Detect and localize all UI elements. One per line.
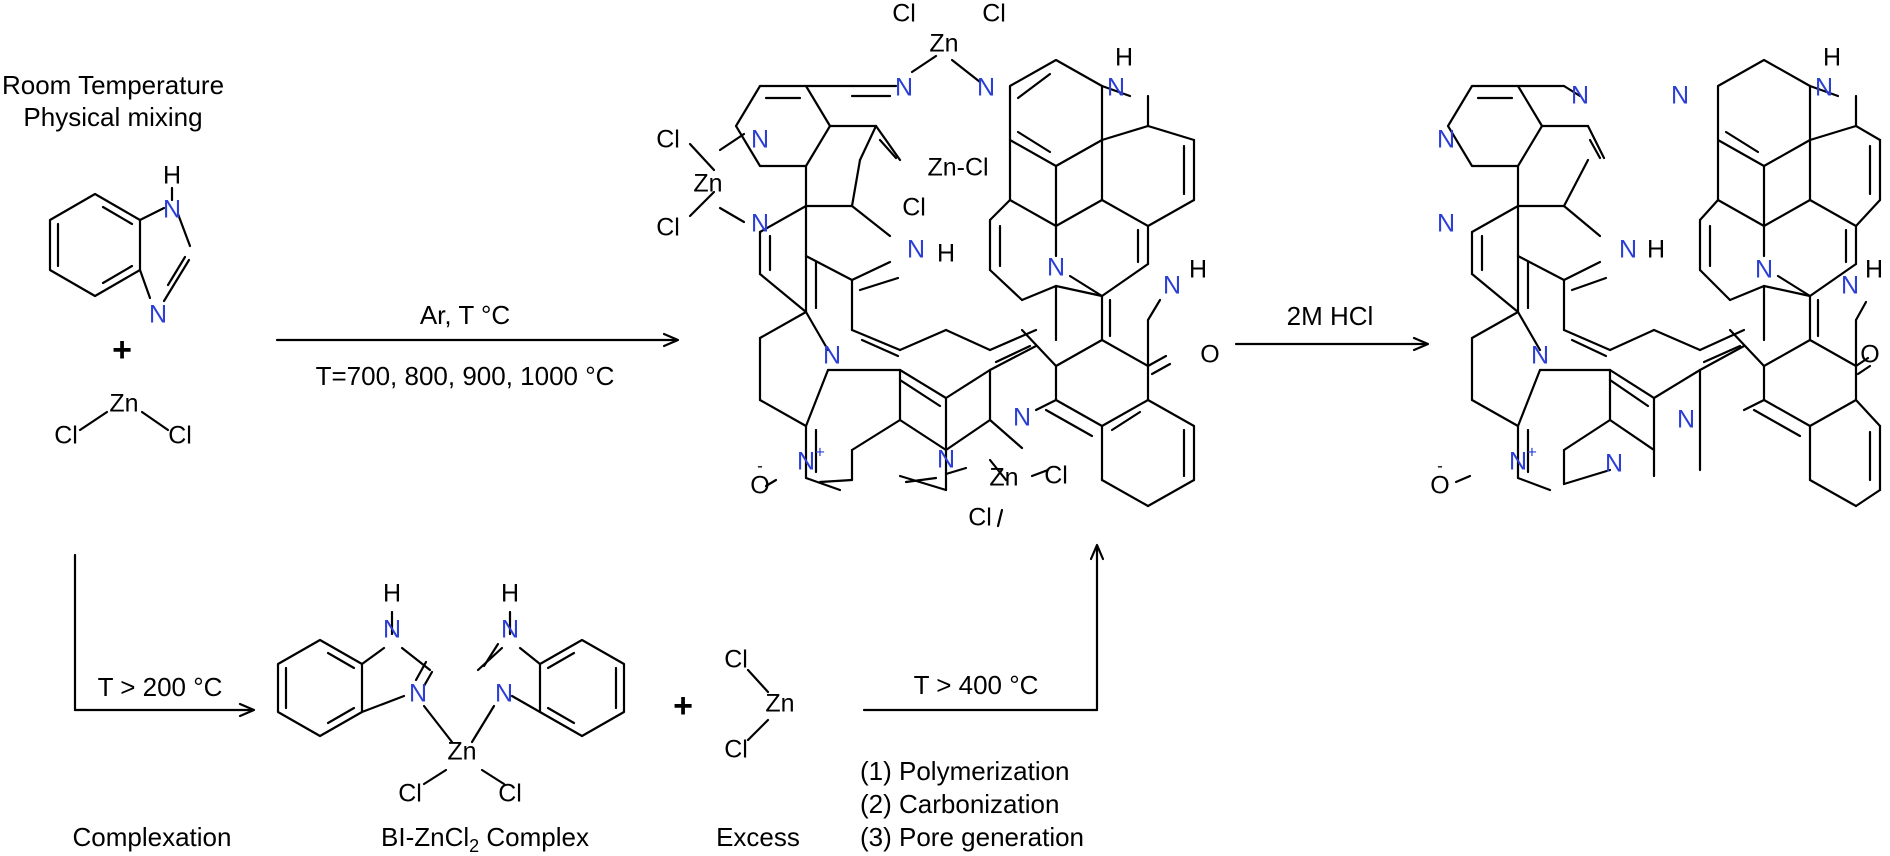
benzimidazole-bonds: [48, 186, 192, 303]
excess-cl-top: Cl: [724, 645, 748, 674]
bi-complex-cl-right: Cl: [498, 779, 522, 808]
step-carbonization: (2) Carbonization: [860, 789, 1060, 819]
zncl2-zn-label: Zn: [109, 389, 139, 418]
mid-h-amide: H: [1188, 255, 1208, 284]
right-n-center: N: [1754, 255, 1774, 284]
mid-n-bottom-left: N: [936, 445, 956, 474]
benzimidazole-n-label: N: [148, 300, 168, 329]
label-complex-subscript: 2: [469, 836, 480, 856]
right-n-oxide-charge: +: [1527, 442, 1537, 462]
right-n-top-b: N: [1436, 125, 1456, 154]
right-o-oxide: O: [1430, 471, 1450, 500]
mid-n-center-left: N: [822, 341, 842, 370]
step-polymerization: (1) Polymerization: [860, 756, 1070, 786]
mid-n-top-a: N: [894, 73, 914, 102]
mid-cl-left-bottom: Cl: [656, 213, 680, 242]
step-pore-generation: (3) Pore generation: [860, 822, 1085, 852]
right-n-top-a: N: [1570, 81, 1590, 110]
arrow-bottom-left-label: T > 200 °C: [97, 672, 223, 702]
plus-sign-bottom: +: [673, 687, 693, 725]
bi-complex-n-right: N: [494, 679, 514, 708]
bi-complex-zn: Zn: [447, 737, 477, 766]
right-h-top: H: [1822, 43, 1842, 72]
mid-h-center: H: [936, 239, 956, 268]
arrow-hcl-label: 2M HCl: [1286, 301, 1374, 331]
right-n-top-c: N: [1670, 81, 1690, 110]
mid-n-top-b: N: [976, 73, 996, 102]
label-complex-prefix: BI-ZnCl: [381, 822, 470, 852]
label-bi-zncl2-complex: BI-ZnCl2 Complex: [381, 824, 589, 855]
bi-complex-h-left: H: [382, 579, 402, 608]
excess-zn: Zn: [765, 689, 795, 718]
mid-cl-bottom: Cl: [968, 503, 992, 532]
mid-cl-left-top: Cl: [656, 125, 680, 154]
right-nh-amide: N: [1840, 271, 1860, 300]
mid-zn-top: Zn: [929, 29, 959, 58]
bi-complex-nh-right: N: [500, 615, 520, 644]
carbon-product-bonds: [1446, 58, 1882, 508]
mid-o-oxide-charge: -: [757, 456, 763, 476]
mid-nh-center: N: [906, 235, 926, 264]
mid-h-top-right: H: [1114, 43, 1134, 72]
right-n-bottom-left: N: [1604, 449, 1624, 478]
mid-cl-top-left: Cl: [892, 0, 916, 28]
right-nh-center: N: [1618, 235, 1638, 264]
excess-cl-bottom: Cl: [724, 735, 748, 764]
label-complex-suffix: Complex: [479, 822, 589, 852]
right-n-left-b: N: [1436, 209, 1456, 238]
arrow-top-label-above: Ar, T °C: [419, 300, 511, 330]
mid-cl-top-right: Cl: [982, 0, 1006, 28]
mid-zn-bottom: Zn: [989, 463, 1019, 492]
mid-n-oxide: N: [796, 447, 816, 476]
right-n-bottom: N: [1676, 405, 1696, 434]
benzimidazole-h-label: H: [162, 161, 182, 190]
bi-complex-n-left: N: [408, 679, 428, 708]
mid-cl-bottom-right: Cl: [1044, 461, 1068, 490]
mid-n-left-a: N: [750, 125, 770, 154]
mid-cl-free: Cl: [902, 193, 926, 222]
arrow-bottom-right-label: T > 400 °C: [913, 670, 1039, 700]
mid-n-bottom: N: [1012, 403, 1032, 432]
zncl2-cl-right-label: Cl: [168, 421, 192, 450]
mid-zn-left: Zn: [693, 169, 723, 198]
mid-nh-amide: N: [1162, 271, 1182, 300]
mid-o-amide: O: [1200, 340, 1220, 369]
carbon-intermediate-bonds: [688, 54, 1196, 528]
mid-o-oxide: O: [750, 471, 770, 500]
right-n-center-left: N: [1530, 341, 1550, 370]
right-n-oxide: N: [1508, 447, 1528, 476]
mid-nh-top-right: N: [1106, 73, 1126, 102]
right-o-oxide-charge: -: [1437, 456, 1443, 476]
benzimidazole-nh-label: N: [162, 195, 182, 224]
mid-n-left-b: N: [750, 209, 770, 238]
label-excess: Excess: [716, 822, 800, 852]
right-nh-top: N: [1814, 73, 1834, 102]
right-o-amide: O: [1860, 340, 1880, 369]
zncl2-cl-left-label: Cl: [54, 421, 78, 450]
conditions-physical-mixing: Physical mixing: [23, 102, 203, 132]
bi-complex-cl-left: Cl: [398, 779, 422, 808]
right-h-center: H: [1646, 235, 1666, 264]
conditions-room-temperature: Room Temperature: [1, 70, 225, 100]
bi-complex-h-right: H: [500, 579, 520, 608]
bi-complex-nh-left: N: [382, 615, 402, 644]
plus-sign-left: +: [112, 331, 132, 369]
mid-n-oxide-charge: +: [815, 442, 825, 462]
right-h-amide: H: [1864, 255, 1884, 284]
bi-complex-bonds: [276, 610, 626, 786]
mid-n-center-right: N: [1046, 253, 1066, 282]
arrow-top-label-below: T=700, 800, 900, 1000 °C: [315, 361, 615, 391]
mid-zncl-free: Zn-Cl: [927, 153, 989, 182]
label-complexation: Complexation: [72, 822, 232, 852]
